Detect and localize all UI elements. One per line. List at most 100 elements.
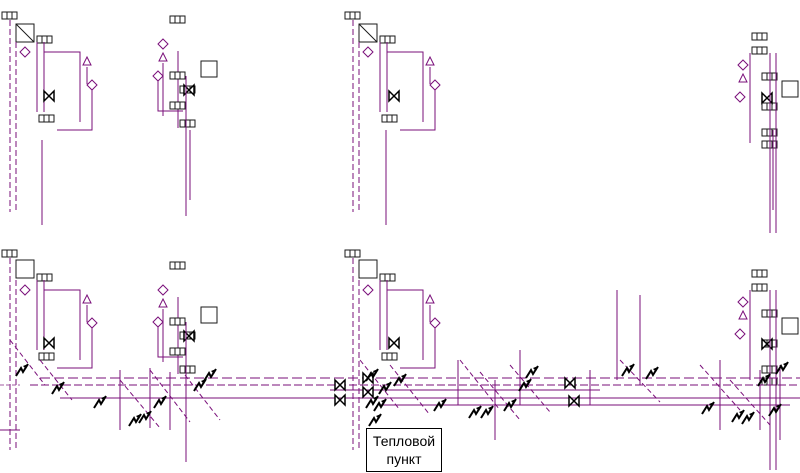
flow-arrow-icon bbox=[211, 369, 216, 374]
valve-icon bbox=[43, 336, 55, 350]
equipment-box-icon bbox=[15, 23, 35, 43]
fitting-icon bbox=[36, 35, 53, 44]
diamond-icon bbox=[362, 284, 374, 296]
fitting-icon bbox=[169, 15, 186, 24]
flow-arrow-icon bbox=[511, 399, 516, 404]
diamond-icon bbox=[86, 317, 98, 329]
diamond-icon bbox=[737, 296, 749, 308]
equipment-box-icon bbox=[358, 259, 378, 279]
equipment-box-icon bbox=[781, 80, 799, 98]
diamond-icon bbox=[152, 316, 164, 328]
fitting-icon bbox=[38, 352, 55, 361]
flow-arrow-icon bbox=[23, 364, 28, 369]
flow-arrow-icon bbox=[653, 367, 658, 372]
pipe-line bbox=[479, 371, 521, 421]
flow-arrow-icon bbox=[161, 396, 166, 401]
valve-icon bbox=[43, 89, 55, 103]
flow-arrow-icon bbox=[373, 369, 378, 374]
flow-arrow-icon bbox=[488, 406, 493, 411]
fitting-icon bbox=[169, 347, 186, 356]
pipe-line bbox=[184, 374, 221, 421]
fitting-icon bbox=[169, 71, 186, 80]
flow-arrow-icon bbox=[146, 411, 151, 416]
fitting-icon bbox=[751, 269, 768, 278]
pipe-line bbox=[509, 364, 551, 413]
fitting-icon bbox=[1, 11, 18, 20]
diamond-icon bbox=[157, 284, 169, 296]
triangle-icon bbox=[82, 55, 92, 66]
fitting-icon bbox=[751, 283, 768, 292]
triangle-icon bbox=[738, 72, 748, 83]
pipe-line bbox=[39, 359, 73, 401]
equipment-box-icon bbox=[15, 259, 35, 279]
triangle-icon bbox=[738, 309, 748, 320]
heat-point-line1: Тепловой bbox=[372, 433, 436, 449]
flow-arrow-icon bbox=[709, 402, 714, 407]
pipe-line bbox=[387, 289, 424, 360]
fitting-icon bbox=[179, 365, 196, 374]
fitting-icon bbox=[751, 32, 768, 41]
triangle-icon bbox=[158, 51, 168, 62]
pipe-line bbox=[699, 364, 741, 411]
fitting-icon bbox=[169, 101, 186, 110]
flow-arrow-icon bbox=[533, 366, 538, 371]
diamond-icon bbox=[152, 70, 164, 82]
pipe-line bbox=[389, 364, 431, 416]
flow-arrow-icon bbox=[739, 410, 744, 415]
diamond-icon bbox=[734, 91, 746, 103]
flow-arrow-icon bbox=[476, 406, 481, 411]
pipe-line bbox=[9, 339, 46, 386]
flow-arrow-icon bbox=[376, 414, 381, 419]
fitting-icon bbox=[379, 35, 396, 44]
fitting-icon bbox=[38, 114, 55, 123]
fitting-icon bbox=[344, 11, 361, 20]
flow-arrow-icon bbox=[526, 379, 531, 384]
equipment-box-icon bbox=[200, 60, 218, 78]
flow-arrow-icon bbox=[783, 362, 788, 367]
valve-icon bbox=[388, 89, 400, 103]
pipe-line bbox=[359, 359, 401, 411]
heat-point-label: Тепловой пункт bbox=[366, 428, 442, 472]
fitting-icon bbox=[169, 317, 186, 326]
triangle-icon bbox=[82, 293, 92, 304]
flow-arrow-icon bbox=[136, 414, 141, 419]
flow-arrow-icon bbox=[441, 399, 446, 404]
pipe-line bbox=[459, 359, 501, 411]
pipe-line bbox=[387, 51, 424, 122]
pipe-line bbox=[57, 90, 93, 131]
diamond-icon bbox=[86, 79, 98, 91]
valve-icon bbox=[334, 378, 346, 392]
triangle-icon bbox=[425, 293, 435, 304]
fitting-icon bbox=[751, 46, 768, 55]
diamond-icon bbox=[19, 284, 31, 296]
flow-arrow-icon bbox=[101, 396, 106, 401]
equipment-box-icon bbox=[781, 317, 799, 335]
fitting-icon bbox=[344, 249, 361, 258]
diamond-icon bbox=[734, 328, 746, 340]
flow-arrow-icon bbox=[765, 374, 770, 379]
valve-icon bbox=[388, 336, 400, 350]
valve-icon bbox=[568, 394, 580, 408]
flow-arrow-icon bbox=[401, 374, 406, 379]
flow-arrow-icon bbox=[59, 382, 64, 387]
fitting-icon bbox=[169, 261, 186, 270]
pipe-line bbox=[44, 289, 81, 360]
flow-arrow-icon bbox=[776, 404, 781, 409]
fitting-icon bbox=[381, 114, 398, 123]
diamond-icon bbox=[157, 38, 169, 50]
equipment-box-icon bbox=[200, 306, 218, 324]
pipe-line bbox=[57, 328, 93, 369]
flow-arrow-icon bbox=[629, 364, 634, 369]
valve-icon bbox=[334, 393, 346, 407]
valve-icon bbox=[564, 376, 576, 390]
pipe-line bbox=[44, 51, 81, 122]
pipe-line bbox=[119, 379, 161, 429]
diamond-icon bbox=[429, 79, 441, 91]
diamond-icon bbox=[362, 46, 374, 58]
valve-icon bbox=[362, 385, 374, 399]
fitting-icon bbox=[179, 119, 196, 128]
fitting-icon bbox=[36, 273, 53, 282]
pipe-line bbox=[157, 81, 183, 112]
